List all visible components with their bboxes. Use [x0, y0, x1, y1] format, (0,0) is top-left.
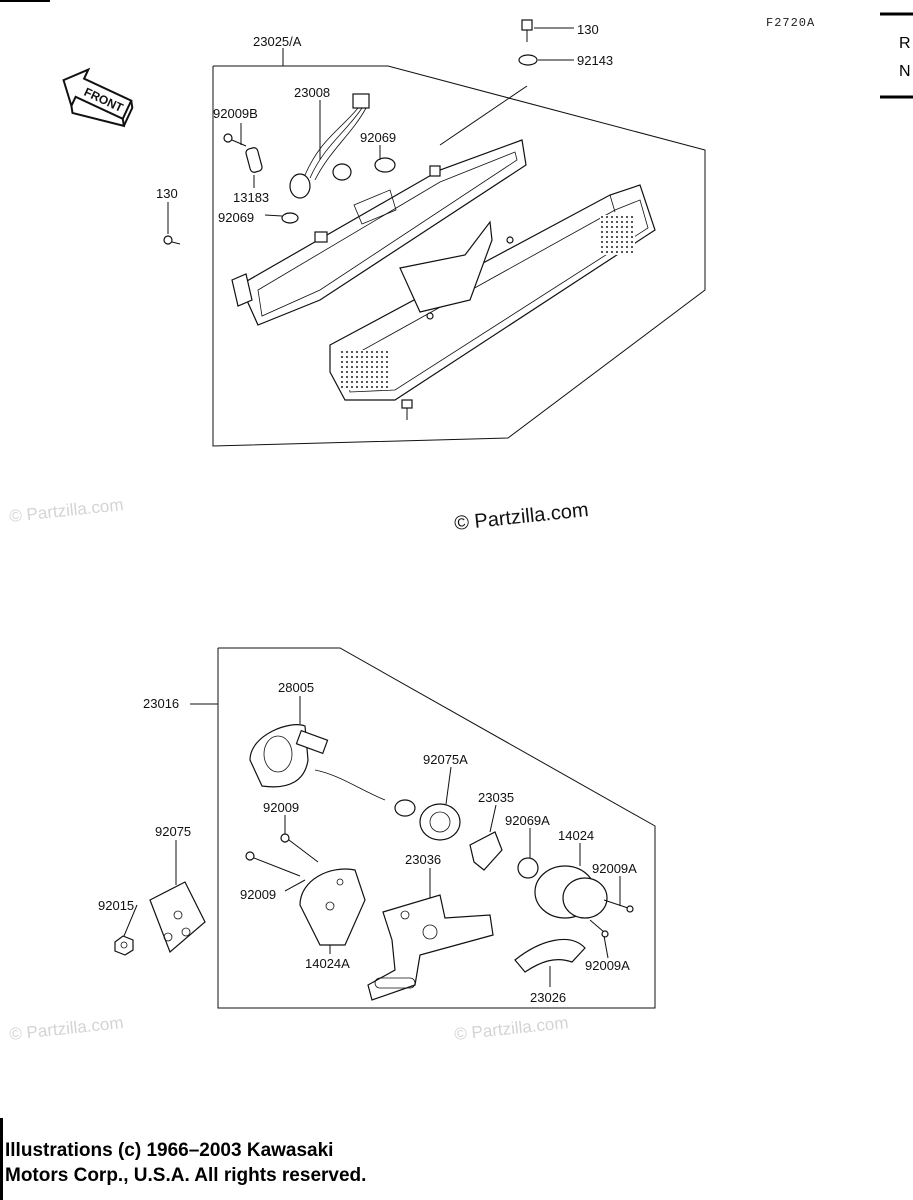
mount-bracket [399, 220, 493, 313]
callout-92075: 92075 [155, 824, 191, 839]
license-bracket [367, 894, 494, 1001]
edge-mark-n: N [899, 63, 911, 80]
callout-92009-upper: 92009 [263, 800, 299, 815]
screw-left-icon [223, 133, 247, 147]
screw-lens-upper-icon [603, 899, 634, 913]
screw-icon-3 [426, 312, 434, 320]
taillight-lens [329, 184, 656, 401]
callout-92009a-upper: 92009A [592, 861, 637, 876]
bulb-icon [517, 857, 539, 879]
clip [469, 831, 503, 871]
callout-92009-lower: 92009 [240, 887, 276, 902]
screw-upper-icon [280, 833, 319, 863]
callout-13183: 13183 [233, 190, 269, 205]
callout-130-top: 130 [577, 22, 599, 37]
watermark-left-lower: © Partzilla.com [8, 1013, 124, 1044]
figure-code: F2720A [766, 16, 815, 30]
copyright-line-1: Illustrations (c) 1966–2003 Kawasaki [5, 1140, 334, 1161]
callout-92015: 92015 [98, 898, 134, 913]
watermark-left-upper: © Partzilla.com [8, 495, 124, 526]
copyright-notice: Illustrations (c) 1966–2003 Kawasaki Mot… [5, 1138, 366, 1188]
screw-lower-icon [245, 851, 301, 877]
callout-23026: 23026 [530, 990, 566, 1005]
washer-icon [518, 54, 538, 66]
callout-92069-lower: 92069 [218, 210, 254, 225]
bottom-assembly: 23016 28005 92075A 23035 92069A 14024 92… [98, 647, 656, 1009]
callout-92075a: 92075A [423, 752, 468, 767]
edge-mark-r: R [899, 35, 911, 52]
bulb-lower-icon [281, 212, 299, 224]
wiring-harness [289, 93, 370, 199]
callout-23025a: 23025/A [253, 34, 302, 49]
grommet [394, 799, 416, 817]
mount-plate [149, 881, 206, 954]
screw-lens-lower-icon [589, 919, 609, 938]
callout-23036: 23036 [405, 852, 441, 867]
callout-23016: 23016 [143, 696, 179, 711]
callout-28005: 28005 [278, 680, 314, 695]
nut-icon [114, 935, 134, 956]
callout-130-left: 130 [156, 186, 178, 201]
callout-14024: 14024 [558, 828, 594, 843]
screw-far-left-icon [163, 235, 181, 245]
callout-92069a: 92069A [505, 813, 550, 828]
plate-13183-icon [245, 147, 263, 173]
watermark-center-lower: © Partzilla.com [453, 1013, 569, 1044]
gasket [514, 938, 586, 973]
callout-92143: 92143 [577, 53, 613, 68]
callout-92009b: 92009B [213, 106, 258, 121]
wire [314, 769, 386, 801]
lamp-base [299, 868, 366, 946]
callout-14024a: 14024A [305, 956, 350, 971]
lamp-housing [249, 724, 329, 788]
callout-92069-upper: 92069 [360, 130, 396, 145]
callout-23035: 23035 [478, 790, 514, 805]
screw-icon-2 [506, 236, 514, 244]
bottom-assembly-boundary [217, 647, 656, 1009]
taillight-housing [231, 139, 527, 326]
copyright-line-2: Motors Corp., U.S.A. All rights reserved… [5, 1165, 367, 1186]
top-assembly-boundary [212, 65, 706, 447]
front-arrow-icon: FRONT [62, 67, 134, 128]
footer-bar [0, 1118, 3, 1200]
bulb-upper-icon [374, 157, 396, 173]
top-assembly: 23025/A 130 92143 23008 92009B 92069 131… [156, 19, 706, 447]
lamp-lens [534, 865, 608, 919]
screw-icon [521, 19, 533, 42]
callout-23008: 23008 [294, 85, 330, 100]
screw-bottom-icon [401, 399, 413, 420]
callout-92009a-lower: 92009A [585, 958, 630, 973]
socket [419, 803, 461, 841]
watermark-center: © Partzilla.com [453, 499, 589, 535]
